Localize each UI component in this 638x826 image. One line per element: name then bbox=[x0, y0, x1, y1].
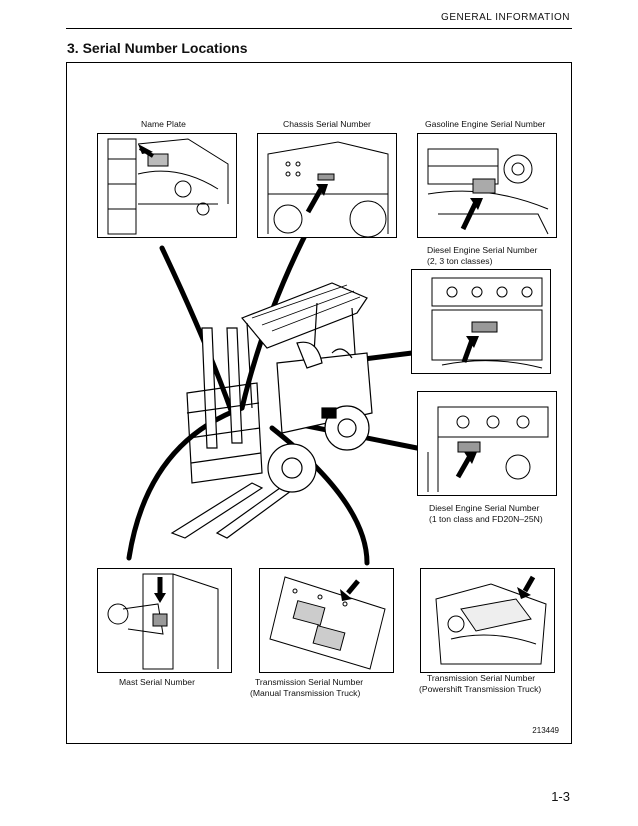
caption-chassis-serial: Chassis Serial Number bbox=[283, 119, 371, 129]
panel-gasoline-engine-serial bbox=[417, 133, 557, 238]
panel-diesel-1ton bbox=[417, 391, 557, 496]
panel-name-plate bbox=[97, 133, 237, 238]
serial-number-figure: Name Plate Chassis Serial Number Gasolin… bbox=[66, 62, 572, 744]
caption-diesel-23ton-line1: Diesel Engine Serial Number bbox=[427, 245, 538, 255]
header-section-label: GENERAL INFORMATION bbox=[441, 12, 570, 23]
caption-transmission-manual-line2: (Manual Transmission Truck) bbox=[250, 688, 361, 698]
caption-transmission-powershift-line2: (Powershift Transmission Truck) bbox=[419, 684, 542, 694]
panel-diesel-23ton bbox=[411, 269, 551, 374]
header-rule bbox=[66, 28, 572, 29]
panel-transmission-manual bbox=[259, 568, 394, 673]
caption-gasoline-engine-serial: Gasoline Engine Serial Number bbox=[425, 119, 546, 129]
caption-name-plate: Name Plate bbox=[141, 119, 186, 129]
caption-transmission-powershift-line1: Transmission Serial Number bbox=[427, 673, 536, 683]
caption-diesel-23ton-line2: (2, 3 ton classes) bbox=[427, 256, 493, 266]
panel-chassis-serial bbox=[257, 133, 397, 238]
caption-diesel-1ton-line2: (1 ton class and FD20N–25N) bbox=[429, 514, 543, 524]
forklift-illustration bbox=[170, 282, 373, 539]
panel-mast-serial bbox=[97, 568, 232, 673]
caption-diesel-1ton-line1: Diesel Engine Serial Number bbox=[429, 503, 540, 513]
section-title: 3. Serial Number Locations bbox=[67, 40, 248, 56]
page-number: 1-3 bbox=[551, 789, 570, 804]
figure-id: 213449 bbox=[532, 726, 559, 735]
caption-mast-serial: Mast Serial Number bbox=[119, 677, 195, 687]
panel-transmission-powershift bbox=[420, 568, 555, 673]
caption-transmission-manual-line1: Transmission Serial Number bbox=[255, 677, 364, 687]
